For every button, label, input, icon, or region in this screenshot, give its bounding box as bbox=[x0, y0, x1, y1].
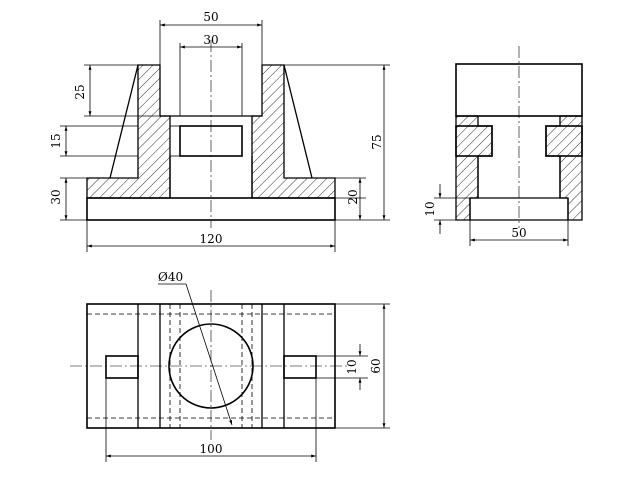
side-left-section-hatch bbox=[455, 115, 493, 221]
front-right-rib bbox=[283, 64, 313, 179]
top-view: Ø40 10 60 100 bbox=[70, 270, 390, 462]
dim-top-depth: 60 bbox=[369, 358, 383, 373]
front-left-rib bbox=[109, 64, 139, 179]
dim-side-bottom-width: 50 bbox=[511, 226, 526, 240]
front-view: 50 30 25 15 30 75 20 120 bbox=[49, 10, 390, 252]
side-view: 10 50 bbox=[423, 46, 583, 246]
front-left-section-hatch bbox=[86, 64, 171, 199]
dim-leader-dia bbox=[185, 283, 233, 426]
dim-front-top-width: 50 bbox=[203, 10, 218, 24]
dim-front-bore-width: 30 bbox=[203, 33, 218, 47]
dim-front-slot-height: 15 bbox=[49, 133, 63, 148]
dim-front-total-width: 120 bbox=[200, 232, 223, 246]
dim-top-width: 100 bbox=[200, 442, 223, 456]
front-right-section-hatch bbox=[251, 64, 336, 199]
top-left-slot bbox=[105, 355, 139, 379]
side-left-slot bbox=[455, 125, 493, 157]
dim-front-total-height: 75 bbox=[370, 134, 384, 149]
dim-front-base-height: 20 bbox=[346, 189, 360, 204]
side-right-slot bbox=[545, 125, 583, 157]
side-right-section-hatch bbox=[545, 115, 583, 221]
top-right-slot bbox=[283, 355, 317, 379]
dim-front-base-step: 30 bbox=[49, 189, 63, 204]
dim-top-hole-dia: Ø40 bbox=[158, 270, 183, 284]
dim-side-slot-height: 10 bbox=[423, 201, 437, 216]
dim-top-slot-width: 10 bbox=[345, 359, 359, 374]
dim-front-upper-height: 25 bbox=[73, 84, 87, 99]
